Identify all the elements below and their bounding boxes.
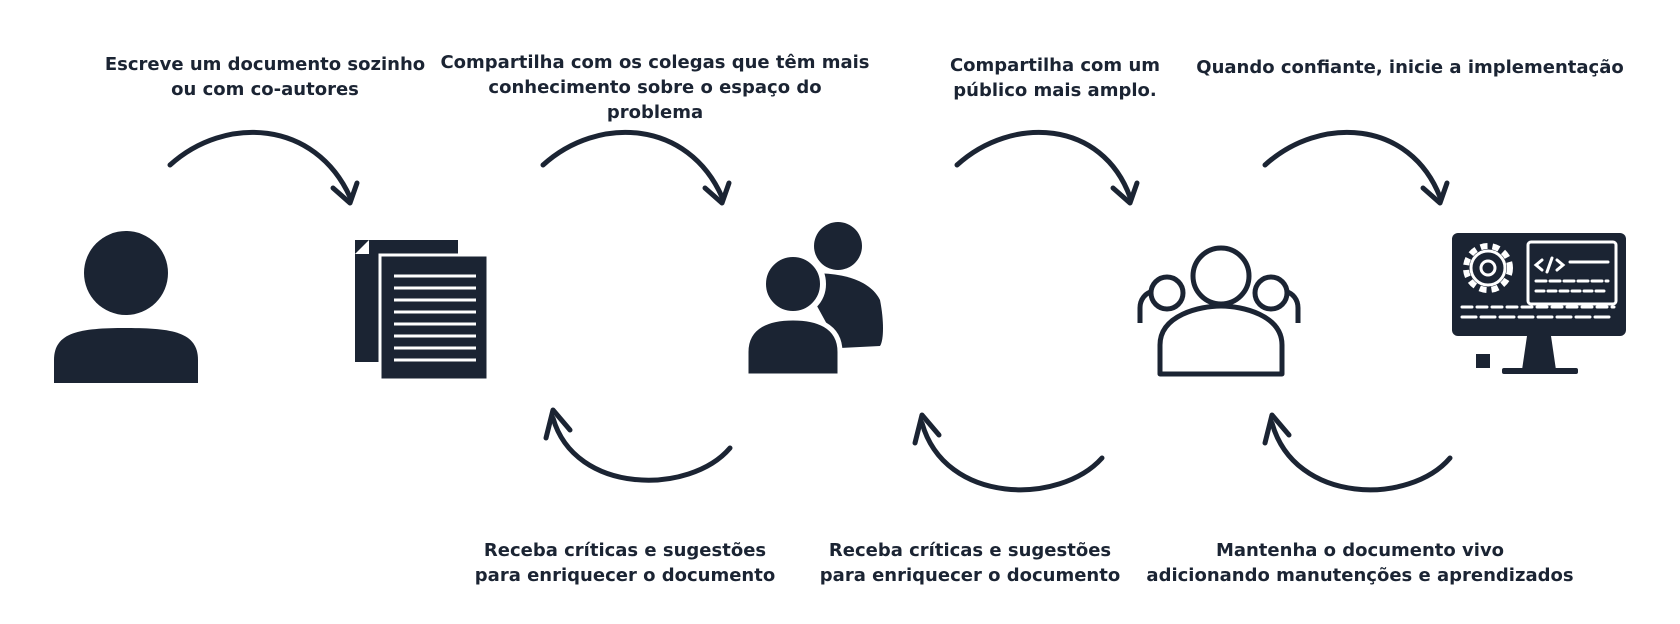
- step-feedback-1-label: Receba críticas e sugestões para enrique…: [474, 540, 776, 586]
- documents-icon: [355, 240, 490, 382]
- step-share-colleagues-label: Compartilha com os colegas que têm mais …: [440, 52, 870, 123]
- gear-icon: [1463, 243, 1513, 293]
- arrow-feedback-1: [543, 407, 733, 483]
- arrow-docs-to-colleagues: [540, 129, 732, 206]
- person-icon: [54, 231, 198, 383]
- arrow-feedback-2: [912, 412, 1105, 493]
- two-people-icon: [743, 222, 883, 379]
- arrow-public-to-implement: [1262, 129, 1450, 206]
- step-write-label: Escreve um documento sozinho ou com co-a…: [104, 54, 426, 100]
- step-share-public-label: Compartilha com um público mais amplo.: [949, 55, 1161, 101]
- step-feedback-2-label: Receba críticas e sugestões para enrique…: [819, 540, 1121, 586]
- arrow-write-to-docs: [167, 129, 360, 206]
- arrow-maintain: [1262, 412, 1453, 493]
- audience-icon: [1137, 245, 1301, 377]
- step-maintain-label: Mantenha o documento vivo adicionando ma…: [1146, 540, 1574, 586]
- step-implement-label: Quando confiante, inicie a implementação: [1196, 57, 1624, 78]
- computer-code-icon: [1452, 233, 1626, 374]
- arrow-colleagues-to-public: [954, 129, 1140, 206]
